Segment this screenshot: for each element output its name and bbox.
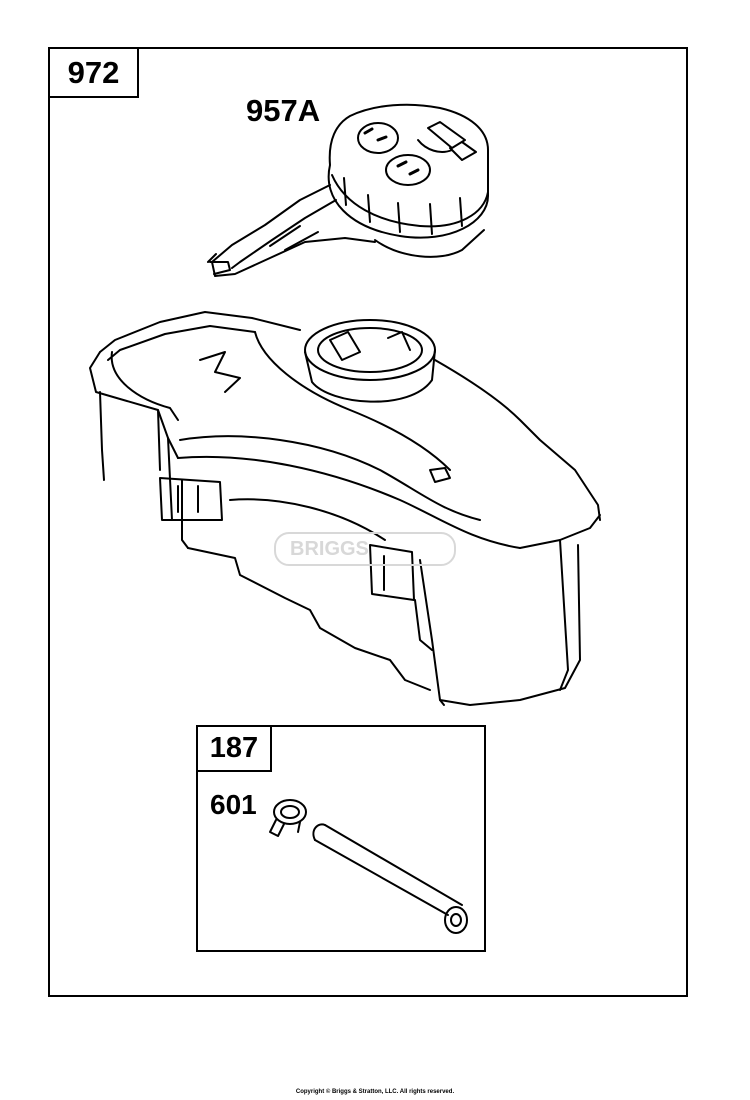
- clamp-callout: 601: [210, 789, 257, 820]
- watermark-shape: [274, 532, 456, 566]
- cap-callout: 957A: [246, 93, 321, 128]
- sub-kit-number-box: 187: [198, 727, 272, 772]
- hose-clamp-icon: [269, 799, 307, 837]
- copyright-footer: Copyright © Briggs & Stratton, LLC. All …: [295, 1089, 455, 1095]
- sub-kit-number: 187: [209, 732, 259, 764]
- fuel-hose-icon: [312, 823, 468, 934]
- watermark-text: BRIGGS: [290, 538, 369, 560]
- fuel-cap-icon: [207, 103, 489, 277]
- sub-kit-frame: 187: [196, 725, 486, 952]
- assembly-number: 972: [67, 54, 120, 90]
- assembly-frame: 972: [48, 47, 688, 997]
- assembly-number-box: 972: [50, 49, 139, 98]
- fuel-tank-icon: [89, 311, 601, 706]
